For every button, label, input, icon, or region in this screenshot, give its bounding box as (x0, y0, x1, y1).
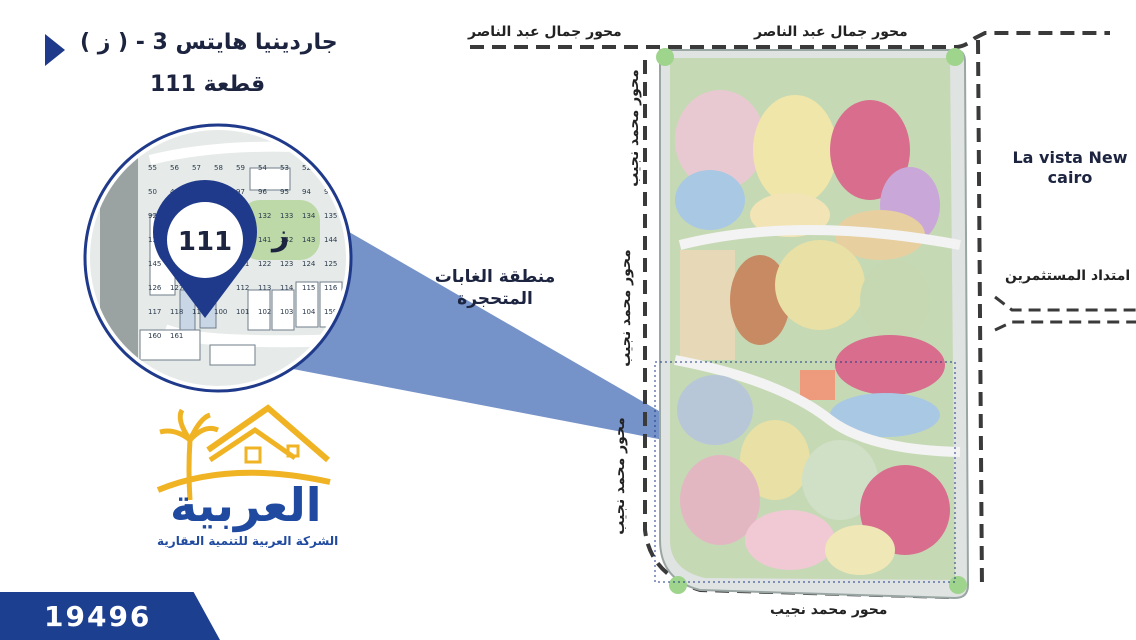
inset-plot-label: 127 (170, 284, 183, 292)
inset-plot-label: 161 (170, 332, 183, 340)
road-label-extension: امتداد المستثمرين (1005, 268, 1131, 284)
highlight-beam (272, 195, 692, 445)
lavista-label: La vista New cairo (1012, 148, 1128, 187)
inset-plot-label: 92 (148, 212, 157, 220)
inset-plot-label: 141 (258, 236, 271, 244)
inset-plot-label: 135 (324, 212, 337, 220)
inset-plot-label: 55 (148, 164, 157, 172)
inset-plot-label: 104 (302, 308, 316, 316)
inset-plot-label: 100 (214, 308, 227, 316)
forest-area-label: منطقة الغابات المتحجرة (434, 267, 556, 309)
inset-plot-label: 142 (280, 236, 293, 244)
zone-letter: ز (270, 218, 289, 253)
road-right (976, 39, 984, 591)
inset-plot-label: 95 (280, 188, 289, 196)
hotline-number: 19496 (44, 600, 152, 633)
inset-plot-label: 101 (236, 308, 249, 316)
inset-plot-label: 53 (280, 164, 289, 172)
inset-plot-label: 97 (236, 188, 245, 196)
inset-plot-label: 56 (170, 164, 179, 172)
inset-plot-label: 132 (258, 212, 271, 220)
road-label-naguib-upper: محور محمد نجيب (626, 69, 642, 187)
inset-plot-label: 119 (192, 308, 205, 316)
road-label-naguib-bottom: محور محمد نجيب (770, 602, 888, 618)
hotline-bar (0, 592, 220, 640)
inset-plot-label: 145 (148, 260, 161, 268)
inset-plot-label: 58 (214, 164, 223, 172)
inset-plot-label: 52 (302, 164, 311, 172)
inset-plot-label: 116 (324, 284, 338, 292)
inset-plot-label: 123 (280, 260, 293, 268)
inset-plot-label: 54 (258, 164, 267, 172)
inset-plot-label: 126 (148, 284, 162, 292)
company-logo (156, 404, 331, 501)
inset-plot-label: 50 (148, 188, 157, 196)
inset-plot-label: 133 (280, 212, 293, 220)
map-pin-icon: 111 (153, 179, 257, 318)
inset-plot-label: 117 (148, 308, 161, 316)
road-label-gamal-right: محور جمال عبد الناصر (754, 24, 908, 40)
middle-zones (680, 240, 945, 437)
inset-plot-label: 57 (192, 164, 201, 172)
inset-plot-label: 134 (302, 212, 316, 220)
lower-zones (677, 375, 950, 575)
upper-zones (675, 90, 940, 260)
plot-title: قطعة 111 (150, 72, 266, 97)
inset-plot-label: 118 (170, 308, 183, 316)
inset-plot-label: 160 (148, 332, 161, 340)
inset-plot-label: 51 (324, 164, 333, 172)
palm-tree-icon (159, 408, 220, 501)
inset-plot-label: 144 (324, 236, 338, 244)
road-gamal-top (470, 31, 1110, 49)
play-icon (45, 34, 65, 66)
road-label-naguib-lower: محور محمد نجيب (612, 417, 628, 535)
inset-plot-label: 122 (258, 260, 271, 268)
inset-plot-label: 102 (258, 308, 271, 316)
inset-plot-label: 125 (324, 260, 337, 268)
inset-plot-label: 112 (236, 284, 249, 292)
inset-plot-label: 59 (236, 164, 245, 172)
inset-plot-label: 143 (302, 236, 315, 244)
road-label-naguib-middle: محور محمد نجيب (618, 249, 634, 367)
inset-plot-label: 94 (302, 188, 311, 196)
plot-number: 111 (178, 227, 232, 257)
road-extension (994, 295, 1136, 312)
house-icon (206, 404, 330, 464)
inset-plot-label: 96 (258, 188, 267, 196)
inset-plot-label: 114 (280, 284, 294, 292)
logo-tagline: الشركة العربية للتنمية العقارية (157, 534, 339, 548)
page-title: جاردينيا هايتس 3 - ( ز ) (80, 30, 338, 55)
inset-plot-label: 103 (280, 308, 293, 316)
inset-plot-label: 124 (302, 260, 316, 268)
inset-plot-label: 113 (258, 284, 271, 292)
inset-plot-label: 159 (324, 308, 337, 316)
inset-plot-label: 115 (302, 284, 315, 292)
road-label-gamal-left: محور جمال عبد الناصر (468, 24, 622, 40)
logo-name: العربية (170, 478, 322, 532)
